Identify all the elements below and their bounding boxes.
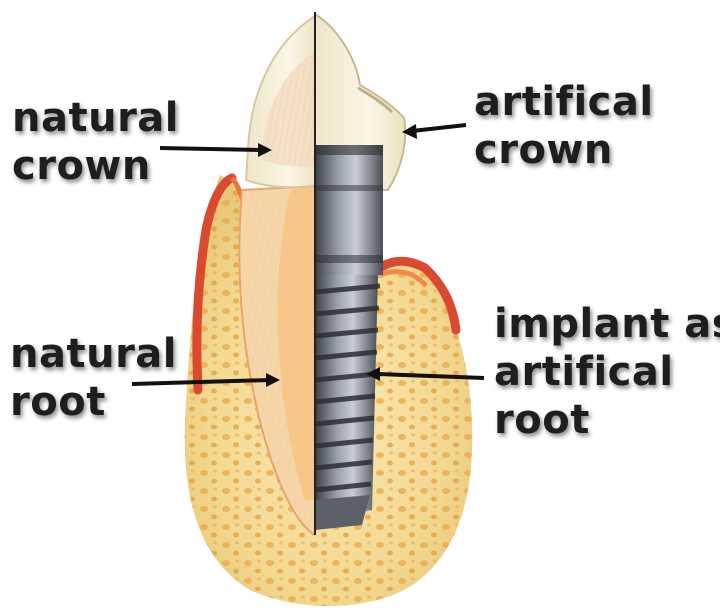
label-implant-root-line1: implant as [494,300,720,348]
label-natural-root: natural root [10,330,177,426]
label-implant-root-line2: artifical [494,348,720,396]
label-natural-root-line1: natural [10,330,177,378]
label-natural-root-line2: root [10,378,177,426]
label-artifical-crown: artifical crown [474,78,654,174]
label-natural-crown: natural crown [12,94,179,190]
label-implant-root-line3: root [494,396,720,444]
label-artifical-crown-line1: artifical [474,78,654,126]
label-natural-crown-line1: natural [12,94,179,142]
label-natural-crown-line2: crown [12,142,179,190]
arrow-artifical-crown [402,124,466,139]
label-artifical-crown-line2: crown [474,126,654,174]
label-implant-root: implant as artifical root [494,300,720,444]
